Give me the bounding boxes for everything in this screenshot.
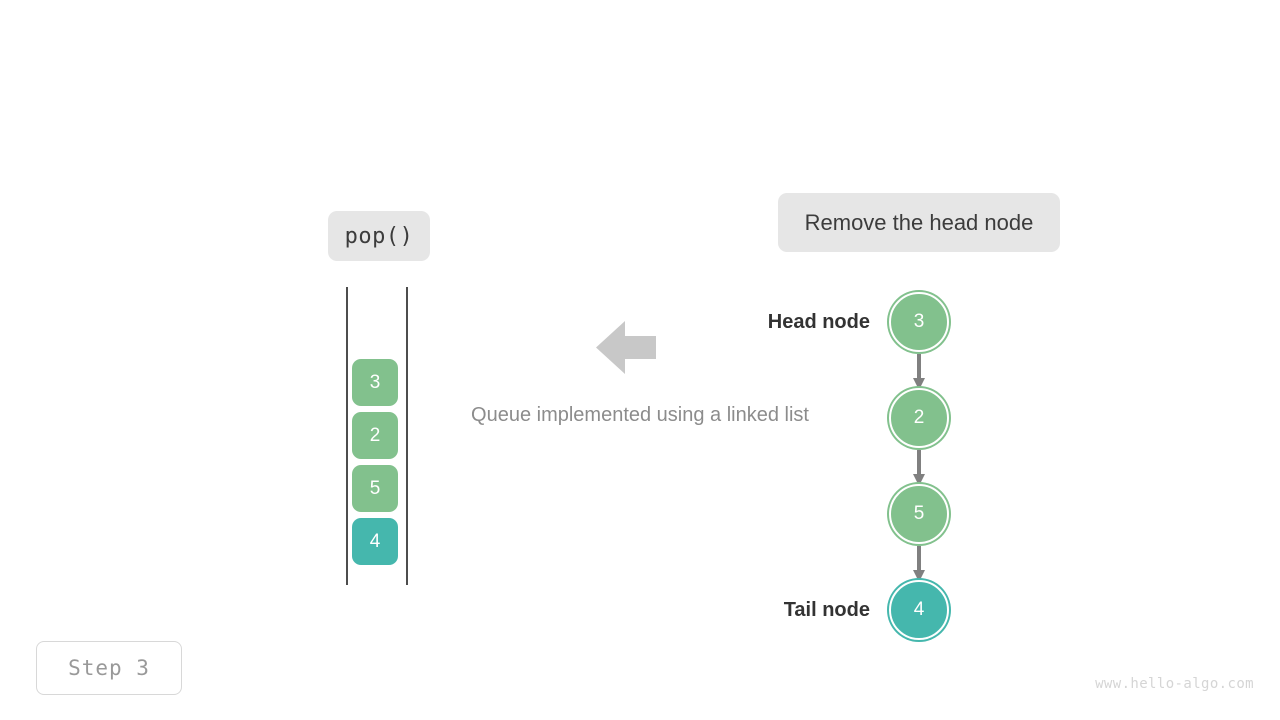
list-link-arrow-icon — [913, 546, 925, 582]
step-badge: Step 3 — [36, 641, 182, 695]
queue-container: 3 2 5 4 — [346, 287, 408, 585]
queue-rail-right — [406, 287, 408, 585]
queue-cell: 2 — [352, 412, 398, 459]
arrow-left-icon — [596, 321, 656, 374]
linked-list-container: Head node Tail node 3 2 5 4 — [740, 285, 1020, 645]
list-link-arrow-icon — [913, 354, 925, 390]
queue-cell: 5 — [352, 465, 398, 512]
watermark: www.hello-algo.com — [1095, 676, 1254, 692]
list-link-arrow-icon — [913, 450, 925, 486]
operation-description-chip: Remove the head node — [778, 193, 1060, 252]
queue-cell: 3 — [352, 359, 398, 406]
list-node: 2 — [889, 388, 949, 448]
queue-rail-left — [346, 287, 348, 585]
list-node: 4 — [889, 580, 949, 640]
head-node-label: Head node — [767, 311, 870, 333]
queue-cell: 4 — [352, 518, 398, 565]
tail-node-label: Tail node — [783, 599, 870, 621]
diagram-caption: Queue implemented using a linked list — [471, 404, 809, 426]
list-node: 5 — [889, 484, 949, 544]
list-node: 3 — [889, 292, 949, 352]
operation-code-chip: pop() — [328, 211, 430, 261]
